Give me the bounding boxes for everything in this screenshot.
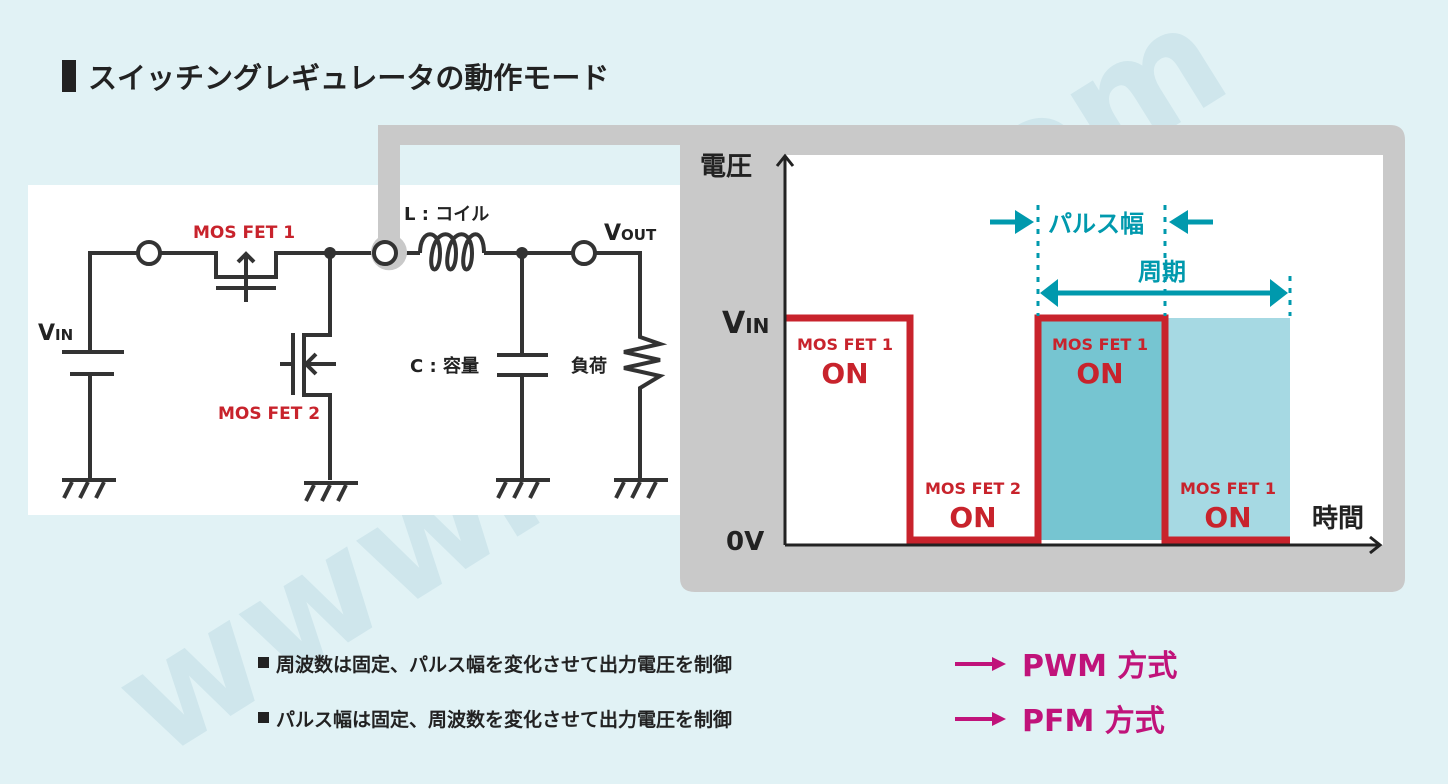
coil-label: L : コイル xyxy=(404,204,489,225)
title-marker xyxy=(62,60,76,92)
vin-label: VIN xyxy=(38,321,73,346)
phase-label: MOS FET 2 xyxy=(925,479,1021,498)
notes: 周波数は固定、パルス幅を変化させて出力電圧を制御 PWM 方式 パルス幅は固定、… xyxy=(258,649,1177,739)
note-result: PFM 方式 xyxy=(1022,704,1165,739)
period-arrow xyxy=(1040,279,1288,307)
phase-state: ON xyxy=(1204,501,1251,534)
phase-label: MOS FET 1 xyxy=(797,335,893,354)
ground-icon xyxy=(62,470,116,499)
y-axis-label: 電圧 xyxy=(700,152,752,182)
note-result: PWM 方式 xyxy=(1022,649,1177,684)
mosfet2-label: MOS FET 2 xyxy=(218,404,320,424)
ground-icon xyxy=(304,481,358,502)
ground-icon xyxy=(496,478,550,499)
zero-level-label: 0V xyxy=(726,527,764,557)
note-text: 周波数は固定、パルス幅を変化させて出力電圧を制御 xyxy=(276,653,732,676)
vin-level-label: VIN xyxy=(722,306,769,341)
arrow-right-icon xyxy=(992,657,1006,671)
phase-state: ON xyxy=(949,501,996,534)
pulse-width-arrows xyxy=(990,210,1213,234)
ground-icon xyxy=(614,478,668,499)
phase-label: MOS FET 1 xyxy=(1052,335,1148,354)
voltage-waveform xyxy=(785,314,1290,544)
capacitor-label: C : 容量 xyxy=(410,355,479,377)
period-label: 周期 xyxy=(1138,258,1186,286)
arrow-right-icon xyxy=(992,712,1006,726)
page-title: スイッチングレギュレータの動作モード xyxy=(88,61,609,95)
mosfet1-label: MOS FET 1 xyxy=(193,223,295,243)
vout-label: VOUT xyxy=(604,221,657,246)
pulse-fill xyxy=(1038,318,1165,540)
note-text: パルス幅は固定、周波数を変化させて出力電圧を制御 xyxy=(276,708,732,731)
phase-label: MOS FET 1 xyxy=(1180,479,1276,498)
circuit-panel xyxy=(28,185,688,515)
vin-terminal xyxy=(136,240,162,266)
vout-terminal xyxy=(571,240,597,266)
pulse-width-label: パルス幅 xyxy=(1048,210,1144,238)
x-axis-label: 時間 xyxy=(1312,504,1364,534)
load-label: 負荷 xyxy=(571,355,607,377)
phase-state: ON xyxy=(1076,357,1123,390)
phase-state: ON xyxy=(821,357,868,390)
pulse-fill-light xyxy=(1165,318,1290,540)
